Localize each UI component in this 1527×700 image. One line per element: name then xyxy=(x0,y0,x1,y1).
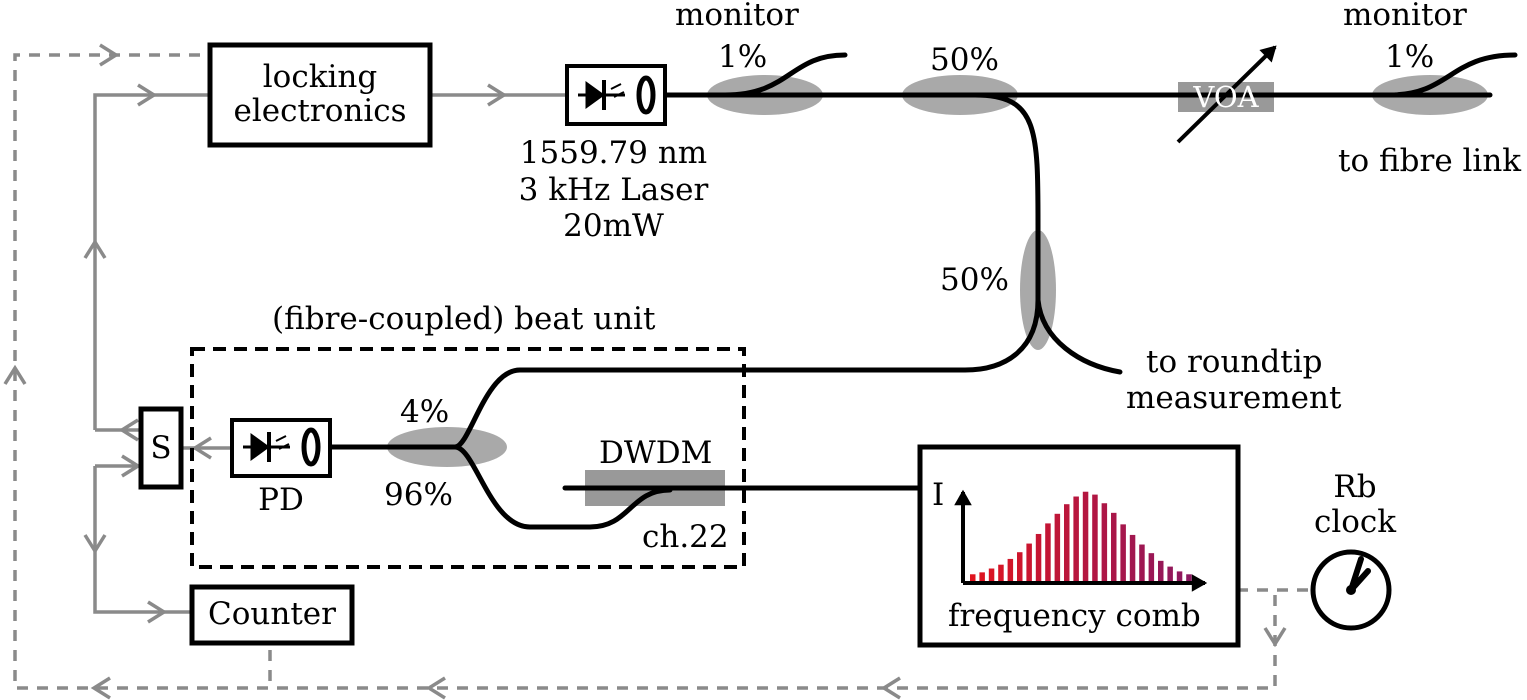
e-arrow-switch-upper xyxy=(118,418,139,442)
comb-label: frequency comb xyxy=(948,598,1201,634)
comb-line-2 xyxy=(988,568,995,581)
comb-line-15 xyxy=(1111,512,1117,581)
monitor1-tap xyxy=(722,52,848,98)
comb-line-17 xyxy=(1129,534,1136,581)
dwdm-drop-fibre xyxy=(452,444,673,530)
reference-loop xyxy=(13,53,1310,690)
split-right-pct: 50% xyxy=(940,262,1009,298)
switch-label: S xyxy=(150,430,172,466)
comb-line-21 xyxy=(1167,566,1173,581)
electrical-lines xyxy=(93,93,565,614)
comb-axis-label: I xyxy=(932,477,945,513)
electrical-arrows xyxy=(83,83,508,624)
locking-line2: electronics xyxy=(233,93,407,130)
comb-line-8 xyxy=(1045,523,1051,581)
e-arrow-switch-lower xyxy=(121,454,142,478)
e-arrow-lock-in xyxy=(137,83,158,107)
split-down-fibre xyxy=(972,92,1041,303)
beat-unit-title: (fibre-coupled) beat unit xyxy=(272,301,656,337)
comb-line-5 xyxy=(1017,552,1023,581)
monitor1-title: monitor xyxy=(675,0,799,33)
laser-power: 20mW xyxy=(563,208,664,245)
roundtrip-label: to roundtip measurement xyxy=(1126,344,1342,416)
comb-line-18 xyxy=(1139,544,1145,581)
counter-feed-line xyxy=(93,466,190,614)
ref-arrow-bottom-mid xyxy=(425,676,446,700)
e-arrow-down xyxy=(83,534,107,555)
comb-line-22 xyxy=(1176,571,1183,581)
rb-line2: clock xyxy=(1313,503,1397,540)
comb-line-7 xyxy=(1035,533,1042,581)
rb-line1: Rb xyxy=(1333,469,1377,505)
comb-line-23 xyxy=(1186,574,1192,581)
photodiode-icon xyxy=(243,427,321,467)
monitor2-pct: 1% xyxy=(1385,39,1435,75)
rb-clock-icon xyxy=(1310,549,1392,631)
coupler-96-label: 96% xyxy=(384,477,453,513)
monitor1-pct: 1% xyxy=(718,39,768,75)
comb-line-13 xyxy=(1092,494,1098,581)
counter-box xyxy=(189,584,355,646)
monitor2-tap xyxy=(1387,52,1518,98)
e-arrow-pd xyxy=(191,436,212,460)
laser-linewidth: 3 kHz Laser xyxy=(518,171,709,208)
laser-diode-icon xyxy=(578,75,656,115)
ref-arrow-top xyxy=(99,43,120,67)
locking-line1: locking xyxy=(262,59,378,95)
comb-line-6 xyxy=(1026,543,1032,581)
roundtrip-line2: measurement xyxy=(1126,379,1342,416)
comb-line-10 xyxy=(1064,504,1070,581)
dwdm-channel-label: ch.22 xyxy=(642,519,729,555)
locking-label: locking electronics xyxy=(210,60,430,128)
ref-arrow-bottom-left xyxy=(90,676,111,700)
voa-arrow-icon xyxy=(1176,45,1277,144)
to-fibre-link-label: to fibre link xyxy=(1338,143,1522,179)
roundtrip-fibre xyxy=(1035,297,1123,375)
dwdm-label: DWDM xyxy=(599,435,713,471)
reference-loop-path xyxy=(13,53,1277,690)
comb-line-14 xyxy=(1101,503,1108,581)
e-arrow-counter xyxy=(147,600,168,624)
reference-arrows xyxy=(3,43,1287,700)
comb-line-1 xyxy=(979,572,985,581)
ref-arrow-left xyxy=(3,364,27,385)
e-arrow-laser-in xyxy=(487,83,508,107)
locking-box xyxy=(207,42,433,148)
rb-clock-label: Rb clock xyxy=(1305,470,1405,539)
coupler-4-label: 4% xyxy=(400,394,450,430)
roundtrip-line1: to roundtip xyxy=(1146,344,1323,380)
lock-feed-line xyxy=(93,93,210,430)
ref-arrow-rb-down xyxy=(1263,627,1287,648)
switch-box xyxy=(138,406,184,490)
comb-bars xyxy=(970,491,1192,581)
comb-line-12 xyxy=(1082,491,1089,581)
pd-label: PD xyxy=(258,482,304,518)
comb-box xyxy=(917,444,1241,648)
comb-line-16 xyxy=(1120,524,1126,581)
e-arrow-up xyxy=(83,238,107,259)
comb-line-20 xyxy=(1158,560,1164,581)
laser-wavelength: 1559.79 nm xyxy=(519,135,708,171)
comb-plot xyxy=(954,489,1208,592)
voa-label: VOA xyxy=(1193,80,1259,114)
comb-line-9 xyxy=(1054,513,1061,581)
laser-label: 1559.79 nm 3 kHz Laser 20mW xyxy=(496,135,731,245)
comb-line-11 xyxy=(1073,496,1079,581)
counter-label: Counter xyxy=(208,596,336,632)
split-top-pct: 50% xyxy=(930,42,999,78)
monitor2-title: monitor xyxy=(1343,0,1467,33)
beat-unit-box xyxy=(190,347,746,569)
comb-line-3 xyxy=(998,564,1004,581)
comb-line-4 xyxy=(1007,558,1014,581)
ref-arrow-bottom-right xyxy=(880,676,901,700)
comb-line-0 xyxy=(970,574,976,581)
comb-line-19 xyxy=(1148,553,1155,581)
